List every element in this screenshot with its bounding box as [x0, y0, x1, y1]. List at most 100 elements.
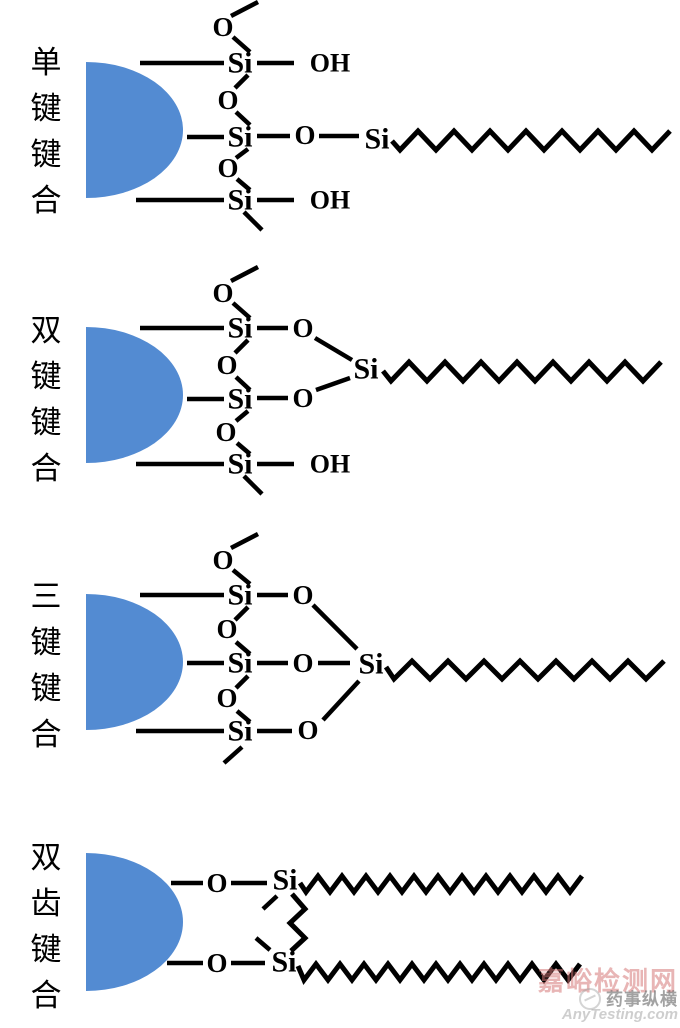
bond-line: [231, 301, 252, 320]
o-label: O: [206, 868, 227, 898]
o-label: O: [206, 948, 227, 978]
bond-line: [313, 336, 354, 362]
label-char: 键: [30, 91, 62, 126]
label-char: 键: [30, 625, 62, 660]
methyl-bond: [261, 894, 279, 911]
si-label: Si: [272, 864, 297, 897]
methyl-bond: [229, 0, 260, 18]
alkyl-chain: [295, 959, 582, 985]
si-label: Si: [227, 47, 252, 80]
alkyl-chain: [390, 127, 672, 154]
bond-line: [234, 640, 252, 656]
bond-line: [234, 409, 250, 423]
si-label: Si: [227, 383, 252, 416]
bond-line: [234, 110, 252, 127]
bond-line: [231, 35, 252, 54]
bond-line: [321, 679, 361, 722]
label-char: 键: [30, 405, 62, 440]
oh-label: OH: [310, 186, 350, 215]
si-label: Si: [271, 946, 296, 979]
bond-line: [315, 375, 351, 393]
label-char: 合: [30, 717, 62, 752]
bond-line: [235, 177, 252, 192]
o-label: O: [292, 648, 313, 678]
si-label: Si: [227, 184, 252, 217]
section-single-bond: O Si OH O Si O Si O Si OH: [86, 0, 672, 232]
methyl-bond: [254, 936, 272, 952]
bond-line: [233, 338, 250, 355]
si-label: Si: [227, 647, 252, 680]
bond-line: [234, 375, 252, 392]
o-label: O: [212, 545, 233, 575]
bonds: [167, 880, 279, 966]
bond-line: [233, 73, 250, 90]
methyl-bond: [242, 474, 264, 496]
bonds: [136, 265, 354, 496]
section-label-bidentate-bond: 双 齿 键 合: [27, 835, 65, 1019]
bond-line: [233, 605, 250, 622]
o-label: O: [292, 383, 313, 413]
bond-line: [311, 603, 359, 651]
o-label: O: [294, 120, 315, 150]
o-label: O: [212, 278, 233, 308]
silica-particle: [86, 594, 183, 730]
bridge-chain: [286, 892, 309, 953]
silica-particle: [86, 327, 183, 463]
bond-line: [234, 147, 250, 160]
o-label: O: [216, 683, 237, 713]
label-char: 键: [30, 359, 62, 394]
si-label: Si: [227, 715, 252, 748]
label-char: 齿: [30, 886, 62, 921]
alkyl-chain: [381, 358, 663, 385]
bond-line: [231, 568, 252, 586]
label-char: 键: [30, 137, 62, 172]
si-label: Si: [364, 123, 389, 156]
silica-particle: [86, 62, 183, 198]
label-char: 键: [30, 932, 62, 967]
o-label: O: [297, 715, 318, 745]
watermark-brand-text: 药事纵横: [606, 989, 678, 1009]
si-label: Si: [358, 648, 383, 681]
si-label: Si: [227, 312, 252, 345]
si-label: Si: [353, 353, 378, 386]
methyl-bond: [229, 532, 260, 550]
oh-label: OH: [310, 49, 350, 78]
o-label: O: [212, 12, 233, 42]
bonds: [136, 0, 359, 232]
methyl-bond: [229, 265, 260, 283]
silica-particle: [86, 853, 183, 991]
section-label-double-bond: 双 键 键 合: [27, 308, 65, 492]
alkyl-chain: [383, 657, 666, 683]
watermark-logo-icon: [579, 988, 601, 1010]
watermark-site-text: 嘉峪检测网: [537, 966, 678, 996]
o-label: O: [217, 153, 238, 183]
bond-line: [234, 674, 250, 690]
section-double-bond: O Si O Si O Si O O Si OH: [86, 265, 663, 496]
section-bidentate-bond: O Si O Si: [86, 853, 584, 991]
watermark: 嘉峪检测网 药事纵横 AnyTesting.com: [508, 968, 678, 1022]
alkyl-chain: [297, 871, 584, 897]
label-char: 合: [30, 451, 62, 486]
o-label: O: [292, 313, 313, 343]
label-char: 合: [30, 978, 62, 1013]
o-label: O: [217, 85, 238, 115]
bonds: [136, 532, 361, 765]
o-label: O: [216, 614, 237, 644]
section-triple-bond: O Si O O Si O Si O Si O: [86, 532, 666, 765]
section-label-single-bond: 单 键 键 合: [27, 40, 65, 224]
bond-line: [235, 709, 252, 724]
label-char: 合: [30, 183, 62, 218]
o-label: O: [292, 580, 313, 610]
bond-line: [235, 441, 252, 456]
si-label: Si: [227, 121, 252, 154]
oh-label: OH: [310, 450, 350, 479]
methyl-bond: [222, 745, 244, 765]
label-char: 键: [30, 671, 62, 706]
label-char: 双: [30, 313, 62, 348]
section-label-triple-bond: 三 键 键 合: [27, 574, 65, 758]
label-char: 双: [30, 840, 62, 875]
o-label: O: [216, 350, 237, 380]
si-label: Si: [227, 448, 252, 481]
